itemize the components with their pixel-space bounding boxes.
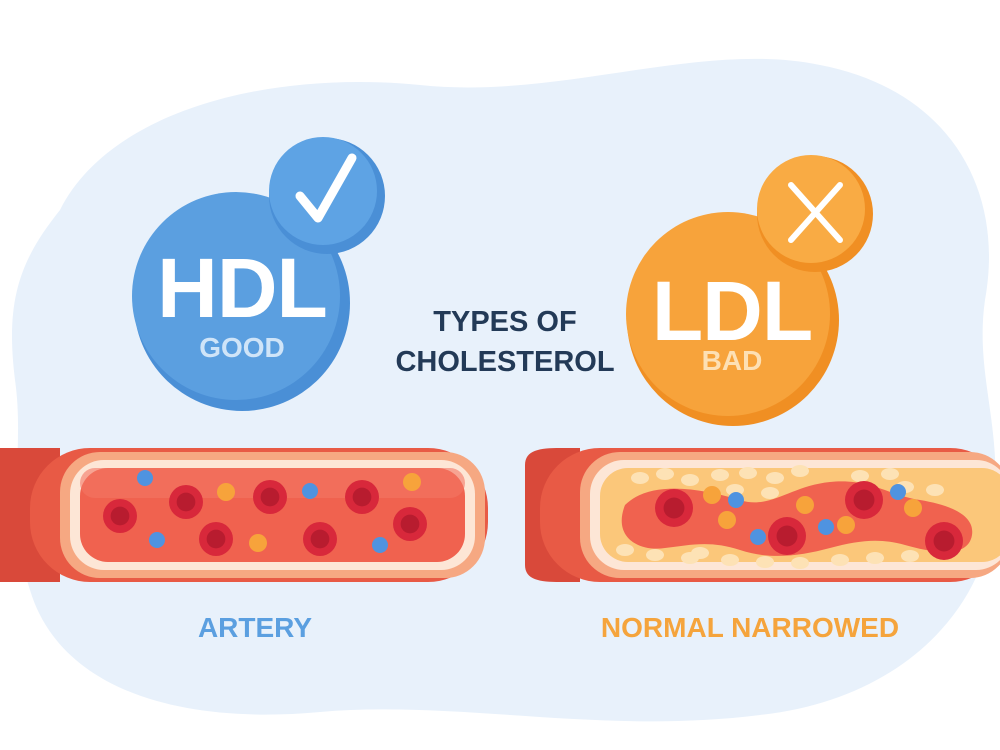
artery-caption: ARTERY (197, 612, 313, 643)
ldl-particle (904, 499, 922, 517)
plaque-deposit (831, 554, 849, 566)
hdl-particle (818, 519, 834, 535)
diagram-title: TYPES OF CHOLESTEROL (360, 302, 650, 382)
check-icon (295, 153, 357, 223)
plaque-deposit (656, 468, 674, 480)
plaque-deposit (739, 467, 757, 479)
plaque-deposit (646, 549, 664, 561)
hdl-label: HDL (157, 241, 328, 335)
title-line-1: TYPES OF (433, 306, 577, 338)
red-blood-cell-center (352, 487, 372, 507)
hdl-icon (132, 137, 385, 411)
red-blood-cell-center (260, 487, 280, 507)
check-badge (269, 137, 385, 254)
hdl-particle (137, 470, 153, 486)
narrowed-artery (525, 448, 1000, 582)
red-blood-cell-center (933, 530, 955, 552)
hdl-good-label: GOOD (199, 332, 285, 363)
plaque-deposits (616, 465, 949, 569)
plaque-deposit (791, 557, 809, 569)
hdl-particle (149, 532, 165, 548)
plaque-deposit (711, 469, 729, 481)
normal-blood-cells (103, 470, 427, 556)
hdl-particle (372, 537, 388, 553)
ldl-particle (837, 516, 855, 534)
plaque-deposit (756, 556, 774, 568)
ldl-icon (626, 155, 873, 426)
cross-badge (757, 155, 873, 272)
plaque-deposit (766, 472, 784, 484)
plaque-deposit (901, 550, 919, 562)
ldl-particle (703, 486, 721, 504)
ldl-particle (217, 483, 235, 501)
plaque-deposit (681, 552, 699, 564)
plaque-deposit (791, 465, 809, 477)
plaque-deposit (681, 474, 699, 486)
red-blood-cell-center (176, 492, 196, 512)
narrowed-caption: NORMAL NARROWED (600, 612, 900, 643)
ldl-particle (249, 534, 267, 552)
hdl-particle (750, 529, 766, 545)
plaque-deposit (881, 468, 899, 480)
cross-icon (788, 182, 843, 243)
red-blood-cell-center (776, 525, 798, 547)
title-line-2: CHOLESTEROL (395, 346, 615, 378)
red-blood-cell-center (400, 514, 420, 534)
plaque-deposit (761, 487, 779, 499)
narrowed-blood-cells (655, 481, 963, 560)
plaque-deposit (851, 470, 869, 482)
hdl-particle (890, 484, 906, 500)
red-blood-cell-center (110, 506, 130, 526)
hdl-particle (728, 492, 744, 508)
plaque-deposit (616, 544, 634, 556)
plaque-deposit (866, 552, 884, 564)
plaque-deposit (721, 554, 739, 566)
normal-artery (0, 448, 488, 582)
hdl-particle (302, 483, 318, 499)
ldl-particle (796, 496, 814, 514)
ldl-bad-label: BAD (701, 345, 763, 376)
red-blood-cell-center (853, 489, 875, 511)
ldl-particle (718, 511, 736, 529)
plaque-deposit (631, 472, 649, 484)
red-blood-cell-center (206, 529, 226, 549)
plaque-deposit (926, 484, 944, 496)
ldl-label: LDL (651, 264, 813, 358)
red-blood-cell-center (663, 497, 685, 519)
red-blood-cell-center (310, 529, 330, 549)
ldl-particle (403, 473, 421, 491)
